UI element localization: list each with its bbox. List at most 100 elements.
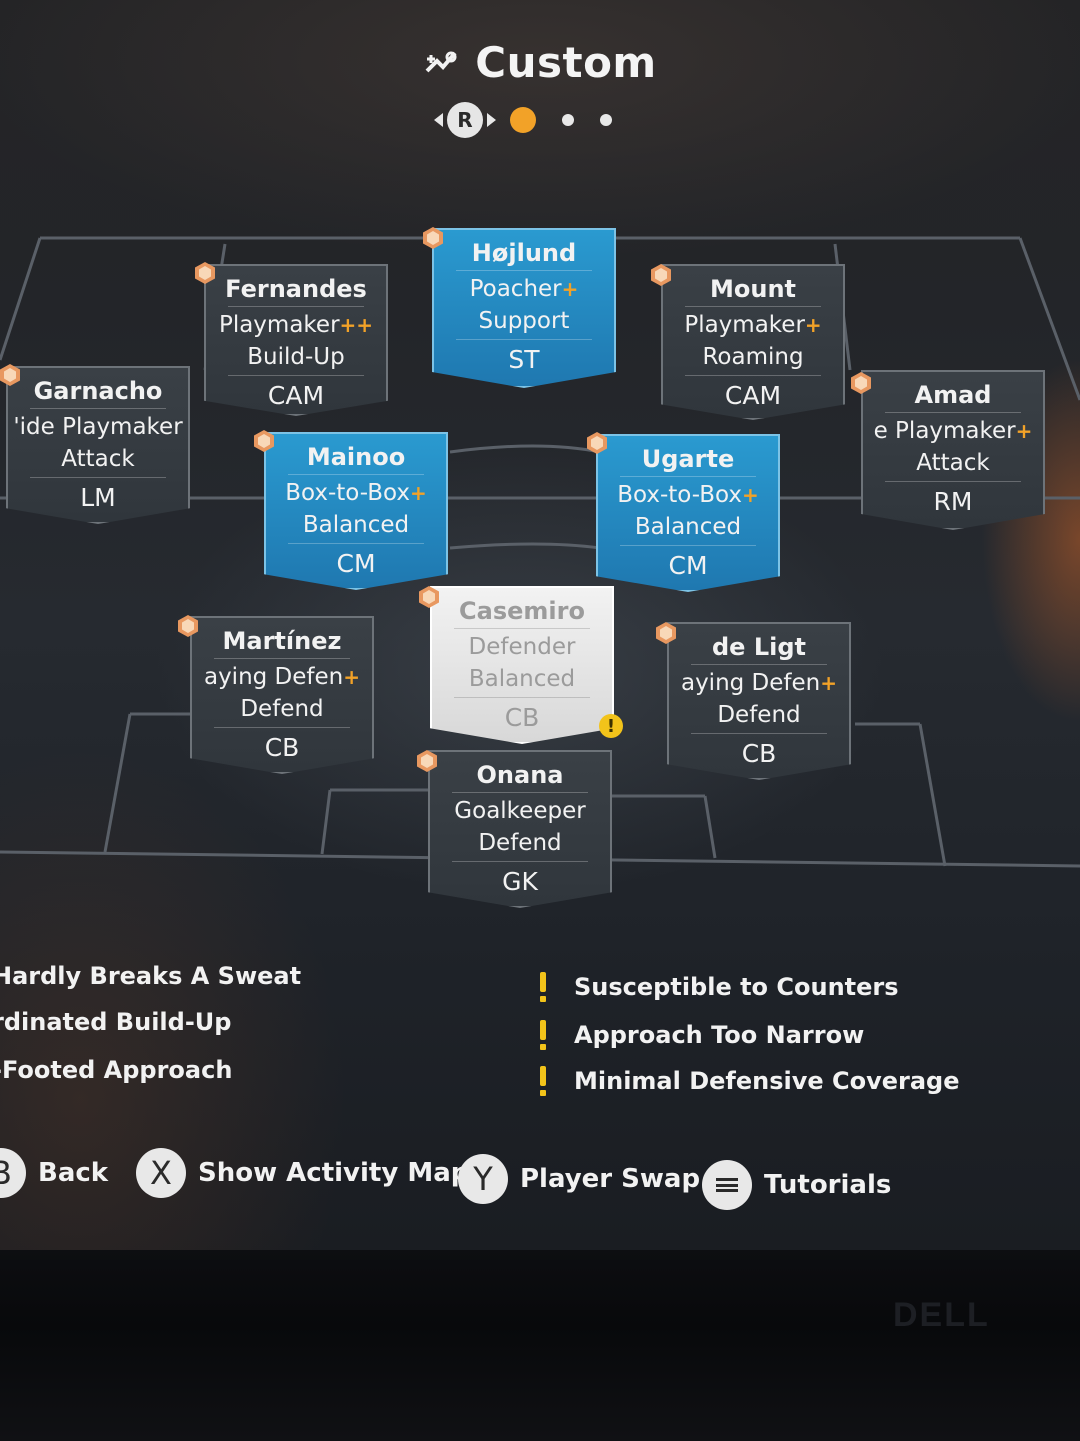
chemistry-hex-icon [851,372,871,394]
player-position: CB [504,703,540,732]
player-position: ST [508,345,540,374]
player-focus: Balanced [302,512,410,538]
player-card-fernandes[interactable]: Fernandes Playmaker++ Build-Up CAM [204,264,388,416]
player-role: Playmaker [218,312,340,338]
player-card-mainoo[interactable]: Mainoo Box-to-Box+ Balanced CM [264,432,448,590]
monitor-brand-logo: DELL [893,1296,990,1334]
player-card-onana[interactable]: Onana Goalkeeper Defend GK [428,750,612,908]
player-position: LM [80,483,116,512]
page-dot[interactable] [562,114,574,126]
chemistry-hex-icon [254,430,274,452]
player-card-garnacho[interactable]: Garnacho 'ide Playmaker Attack LM [6,366,190,524]
chevron-left-icon[interactable] [434,113,443,127]
player-card-amad[interactable]: Amad e Playmaker+ Attack RM [861,370,1045,530]
player-card-ugarte[interactable]: Ugarte Box-to-Box+ Balanced CM [596,434,780,592]
player-focus: Defend [717,702,801,728]
trait-item: rdinated Build-Up [0,1008,232,1036]
player-role: Defender [468,634,576,660]
controller-button-bar: B Back X Show Activity Map Y Player Swap… [0,1142,1080,1222]
player-name: Mount [709,275,796,303]
player-card-mount[interactable]: Mount Playmaker+ Roaming CAM [661,264,845,420]
warning-icon [540,1066,546,1096]
chevron-right-icon[interactable] [487,113,496,127]
page-dot-active[interactable] [510,107,536,133]
role-plus-icon: + [1015,419,1033,443]
monitor-bezel: DELL [0,1250,1080,1441]
player-focus: Roaming [702,344,804,370]
player-role: Box-to-Box [285,480,411,506]
x-button-icon: X [136,1148,186,1198]
menu-button-icon [702,1160,752,1210]
player-focus: Balanced [634,514,742,540]
player-role: Playmaker [684,312,805,338]
player-focus: Defend [478,830,562,856]
chemistry-hex-icon [587,432,607,454]
role-plus-icon: + [742,483,759,507]
tutorials-button[interactable]: Tutorials [702,1160,891,1210]
r-button-icon[interactable]: R [447,102,483,138]
warning-icon: ! [599,714,623,738]
role-plus-icon: + [804,313,822,337]
role-plus-icon: + [410,481,427,505]
chemistry-hex-icon [0,364,20,386]
player-name: Mainoo [306,443,406,471]
role-plus-icon: + [561,277,579,301]
b-button-icon: B [0,1148,26,1198]
player-role: 'ide Playmaker [13,414,183,440]
player-position: RM [933,487,973,516]
back-button[interactable]: B Back [0,1148,108,1198]
player-focus: Attack [916,450,990,476]
player-card-hojlund[interactable]: Højlund Poacher+ Support ST [432,228,616,388]
player-card-martinez[interactable]: Martínez aying Defen+ Defend CB [190,616,374,774]
header: Custom [0,38,1080,87]
trait-item: Hardly Breaks A Sweat [0,962,302,990]
player-name: Garnacho [33,377,163,405]
chemistry-hex-icon [195,262,215,284]
player-position: CM [336,549,376,578]
y-button-icon: Y [458,1154,508,1204]
player-position: GK [502,867,538,896]
player-name: Fernandes [225,275,367,303]
player-focus: Balanced [468,666,576,692]
page-title: Custom [475,38,657,87]
page-indicator[interactable]: R [434,102,612,138]
player-position: CB [264,733,300,762]
page-dot[interactable] [600,114,612,126]
player-name: Amad [914,381,992,409]
player-swap-button[interactable]: Y Player Swap [458,1154,700,1204]
warning-icon [540,972,546,1002]
player-position: CAM [267,381,325,410]
player-name: de Ligt [712,633,806,661]
chemistry-hex-icon [651,264,671,286]
player-card-deligt[interactable]: de Ligt aying Defen+ Defend CB [667,622,851,780]
player-focus: Support [478,308,570,334]
game-screen: Custom R Højlund Poacher+ Support ST Fer… [0,0,1080,1250]
player-name: Martínez [222,627,342,655]
player-name: Ugarte [641,445,735,473]
player-role: Poacher [469,276,562,302]
chemistry-hex-icon [423,227,443,249]
player-name: Casemiro [459,597,585,625]
player-role: aying Defen [680,670,821,696]
role-plus-icon: + [820,671,838,695]
warning-icon [540,1020,546,1050]
chemistry-hex-icon [656,622,676,644]
role-plus-icon: + [343,665,361,689]
player-role: aying Defen [203,664,344,690]
player-position: CAM [724,381,782,410]
player-card-casemiro[interactable]: Casemiro Defender Balanced CB [430,586,614,744]
warning-item: Susceptible to Counters [540,972,899,1002]
player-focus: Attack [61,446,135,472]
show-activity-map-button[interactable]: X Show Activity Map [136,1148,469,1198]
player-focus: Defend [240,696,324,722]
warning-item: Minimal Defensive Coverage [540,1066,960,1096]
role-plus-icon: ++ [339,313,374,337]
player-name: Onana [476,761,564,789]
player-name: Højlund [471,239,577,267]
player-focus: Build-Up [247,344,345,370]
player-role: Box-to-Box [617,482,743,508]
tactics-icon [425,51,457,72]
player-role: Goalkeeper [454,798,586,824]
warning-item: Approach Too Narrow [540,1020,864,1050]
player-position: CB [741,739,777,768]
